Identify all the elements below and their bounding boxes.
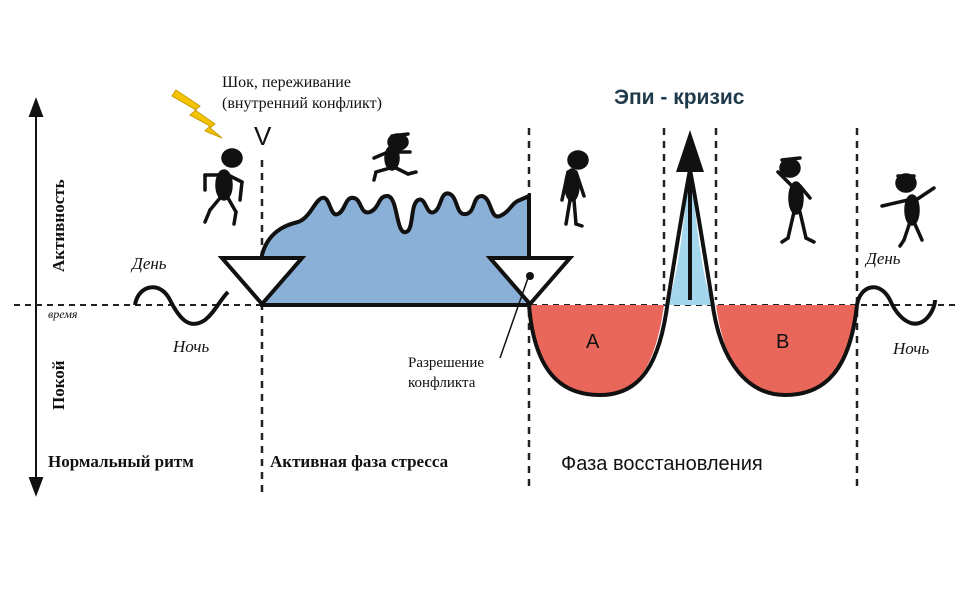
recovery-area-b	[716, 305, 857, 395]
running-figure-icon	[372, 132, 418, 182]
phase-normal-label: Нормальный ритм	[48, 452, 194, 471]
resolution-label-line2: конфликта	[408, 375, 476, 391]
activity-axis-label: Активность	[49, 179, 68, 272]
normal-rhythm-wave-right	[855, 285, 937, 326]
resolution-label-line1: Разрешение	[408, 355, 485, 371]
phase-a-label: A	[586, 331, 600, 353]
stress-activity-area	[260, 191, 531, 307]
recovering-figure-icon	[776, 156, 816, 244]
epi-crisis-label: Эпи - кризис	[614, 86, 745, 109]
normal-rhythm-wave-left	[133, 285, 230, 326]
vertical-axis	[28, 97, 44, 497]
epi-crisis-arrow	[676, 130, 704, 300]
shock-sublabel: (внутренний конфликт)	[222, 95, 382, 112]
resolution-pointer-line	[499, 277, 529, 359]
dancing-figure-icon	[880, 173, 936, 248]
shock-label: Шок, переживание	[222, 74, 351, 91]
day-label-left: День	[132, 254, 167, 273]
shock-mark: V	[254, 121, 272, 151]
recovery-area-a	[529, 305, 664, 395]
night-label-left: Ночь	[173, 337, 210, 356]
rest-axis-label: Покой	[49, 360, 68, 410]
shocked-figure-icon	[203, 148, 244, 226]
lightning-bolt-icon	[171, 89, 223, 139]
day-label-right: День	[866, 249, 901, 268]
exhausted-figure-icon	[560, 150, 589, 228]
phase-b-label: B	[776, 331, 790, 353]
phase-recovery-label: Фаза восстановления	[561, 453, 763, 475]
time-axis-label: время	[48, 307, 78, 321]
phase-active-label: Активная фаза стресса	[270, 452, 449, 471]
shock-triangle	[217, 256, 307, 308]
night-label-right: Ночь	[893, 339, 930, 358]
